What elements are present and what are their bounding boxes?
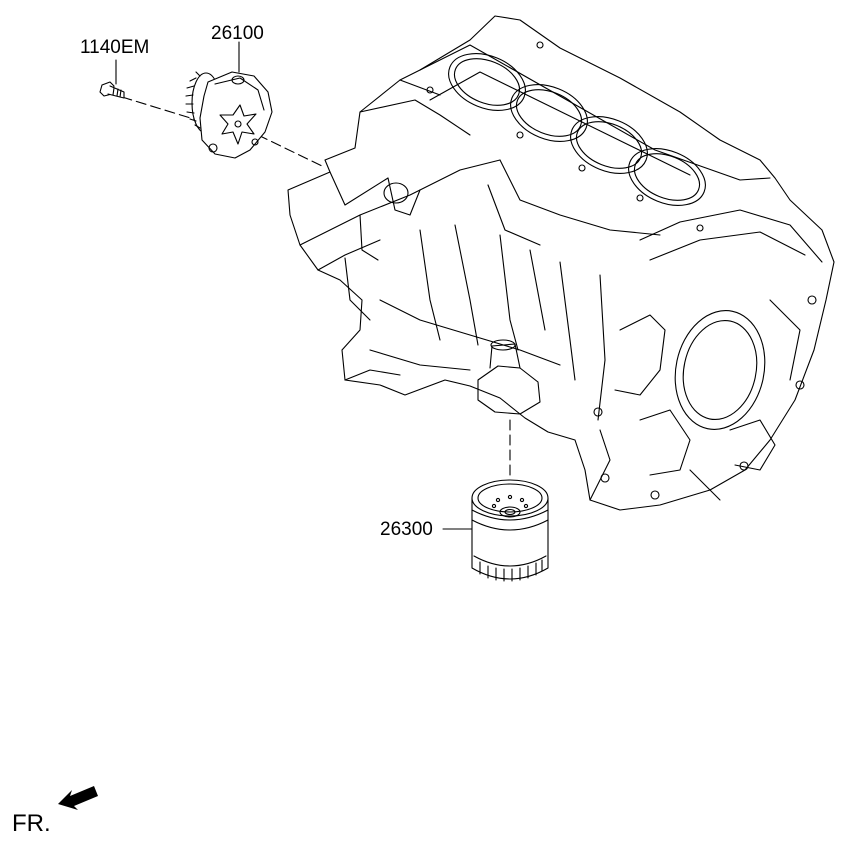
bolt-1140em: [99, 81, 125, 99]
engine-block: [287, 15, 835, 511]
callout-leaders: [115, 41, 473, 530]
front-direction-arrow-icon: [58, 786, 98, 810]
callout-26300: 26300: [380, 519, 433, 540]
bellhousing-flange: [589, 209, 823, 501]
filter-mount: [477, 339, 541, 415]
oil-filter-26300: [471, 479, 549, 582]
front-direction-label: FR.: [12, 810, 51, 837]
callout-1140em: 1140EM: [80, 37, 150, 58]
callout-26100: 26100: [211, 23, 264, 44]
cylinder-bores: [448, 53, 706, 206]
oil-pump-26100: [185, 71, 273, 159]
